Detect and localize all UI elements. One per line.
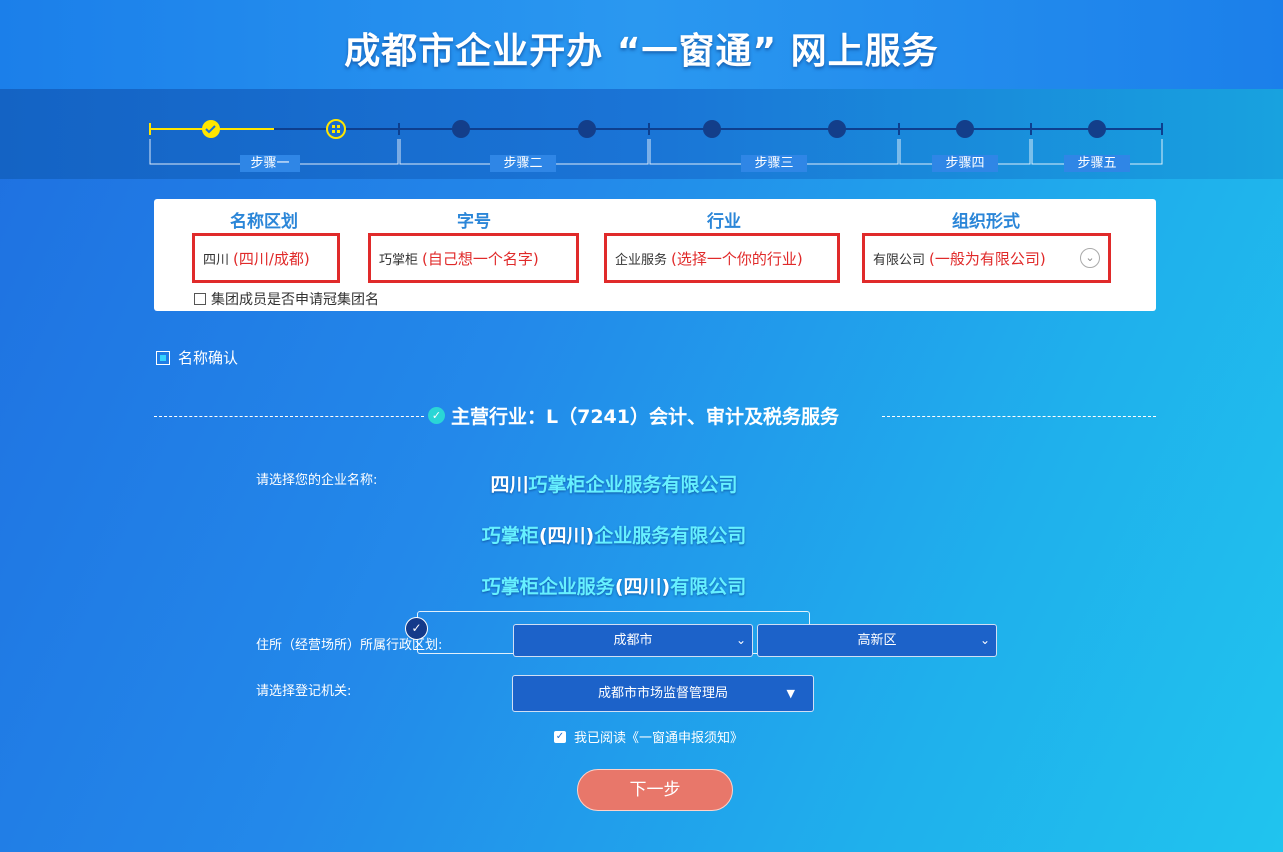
authority-select[interactable]: 成都市市场监督管理局 ▼ [512, 675, 814, 712]
column-title-org-form: 组织形式 [952, 212, 1020, 232]
chevron-down-icon: ⌄ [979, 633, 990, 647]
org-form-hint: (一般为有限公司) [929, 249, 1046, 268]
page-title: 成都市企业开办 “一窗通” 网上服务 [344, 31, 939, 72]
caret-down-icon: ▼ [786, 687, 795, 700]
company-name-option-1[interactable]: 四川巧掌柜企业服务有限公司 [490, 474, 738, 496]
steps-track [149, 119, 1163, 165]
step-dot [452, 120, 470, 138]
section-square-icon [156, 350, 170, 365]
step-label-3: 步骤三 [741, 155, 807, 172]
company-name-option-2[interactable]: 巧掌柜(四川)企业服务有限公司 [481, 525, 747, 547]
address-district-label: 住所（经营场所）所属行政区划: [256, 638, 443, 653]
step-dot [703, 120, 721, 138]
authority-select-value: 成都市市场监督管理局 [597, 686, 728, 701]
area-select[interactable]: 高新区 ⌄ [757, 624, 997, 657]
check-circle-icon: ✓ [428, 407, 445, 424]
divider-left [154, 416, 424, 417]
agree-label: 我已阅读《一窗通申报须知》 [574, 731, 744, 746]
org-form-value: 有限公司 [873, 252, 926, 268]
name-composition-panel: 名称区划 字号 行业 组织形式 四川 (四川/成都) 巧掌柜 (自己想一个名字)… [154, 199, 1156, 311]
section-name-confirm-label: 名称确认 [178, 349, 239, 367]
step-dot [956, 120, 974, 138]
city-select[interactable]: 成都市 ⌄ [513, 624, 753, 657]
group-name-checkbox[interactable]: 集团成员是否申请冠集团名 [194, 289, 379, 309]
progress-steps: 步骤一 步骤二 步骤三 步骤四 步骤五 [0, 89, 1283, 179]
step-current-icon [326, 119, 346, 139]
divider-right [882, 416, 1156, 417]
step-label-1: 步骤一 [240, 155, 300, 172]
chevron-down-icon[interactable]: ⌄ [1080, 248, 1100, 268]
step-dot [578, 120, 596, 138]
column-title-industry: 行业 [707, 212, 741, 232]
step-dot [1088, 120, 1106, 138]
checkbox-box[interactable] [194, 293, 206, 305]
column-title-region: 名称区划 [230, 212, 298, 232]
main-industry-text: 主营行业：L（7241）会计、审计及税务服务 [451, 406, 839, 428]
industry-value: 企业服务 [615, 252, 668, 268]
region-hint: (四川/成都) [233, 249, 310, 268]
selected-check-icon: ✓ [405, 617, 428, 640]
trade-name-value: 巧掌柜 [379, 252, 419, 268]
step-label-2: 步骤二 [490, 155, 556, 172]
main-industry: ✓ 主营行业：L（7241）会计、审计及税务服务 [428, 402, 839, 429]
region-value: 四川 [203, 252, 230, 268]
step-label-5: 步骤五 [1064, 155, 1130, 172]
area-select-value: 高新区 [857, 633, 897, 648]
industry-field[interactable]: 企业服务 (选择一个你的行业) [604, 233, 840, 283]
city-select-value: 成都市 [613, 633, 653, 648]
authority-label: 请选择登记机关: [256, 684, 352, 699]
checkbox-checked-icon[interactable]: ✓ [554, 730, 566, 743]
choose-name-label: 请选择您的企业名称: [256, 473, 378, 488]
chevron-down-icon: ⌄ [735, 633, 746, 647]
header: 成都市企业开办 “一窗通” 网上服务 [0, 0, 1283, 89]
agree-checkbox[interactable]: ✓ 我已阅读《一窗通申报须知》 [554, 727, 743, 746]
step-label-4: 步骤四 [932, 155, 998, 172]
org-form-select[interactable]: 有限公司 (一般为有限公司) ⌄ [862, 233, 1111, 283]
trade-name-hint: (自己想一个名字) [422, 249, 539, 268]
section-name-confirm: 名称确认 [156, 347, 238, 368]
step-dot [828, 120, 846, 138]
industry-hint: (选择一个你的行业) [671, 249, 803, 268]
next-step-button[interactable]: 下一步 [577, 769, 733, 811]
column-title-trade-name: 字号 [457, 212, 491, 232]
group-name-checkbox-label: 集团成员是否申请冠集团名 [211, 292, 379, 308]
trade-name-field[interactable]: 巧掌柜 (自己想一个名字) [368, 233, 579, 283]
region-field[interactable]: 四川 (四川/成都) [192, 233, 340, 283]
company-name-option-3[interactable]: 巧掌柜企业服务(四川)有限公司 [481, 576, 747, 598]
